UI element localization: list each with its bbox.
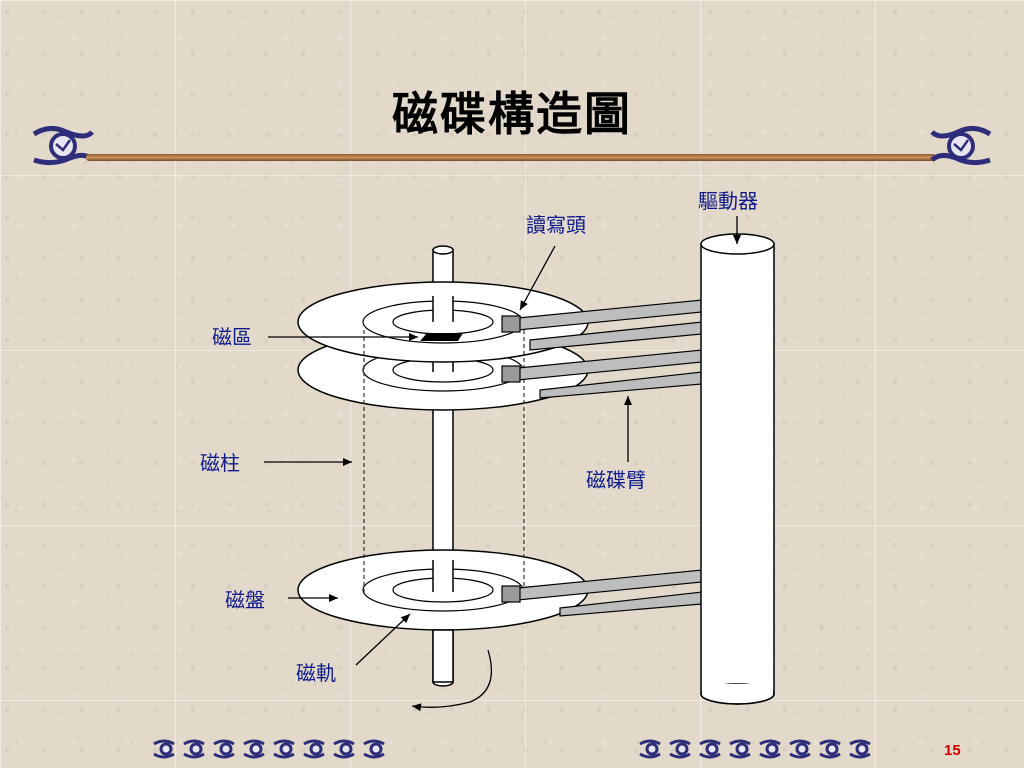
label-arm: 磁碟臂 <box>586 468 646 492</box>
drive-column <box>700 233 775 705</box>
rotation-arrow <box>411 649 492 712</box>
label-sector: 磁區 <box>212 325 252 349</box>
title-underline <box>86 154 936 161</box>
label-platter: 磁盤 <box>225 588 265 612</box>
label-drive: 驅動器 <box>698 189 758 213</box>
bottom-platter <box>297 549 589 683</box>
footer-ornament-left <box>153 739 385 759</box>
slide-title: 磁碟構造圖 <box>392 87 632 141</box>
page-number: 15 <box>944 742 961 759</box>
label-cylinder: 磁柱 <box>200 451 240 475</box>
arm-bottom <box>501 569 703 617</box>
sector-highlight <box>420 333 463 341</box>
label-read-write-head: 讀寫頭 <box>526 213 586 237</box>
head-pointer <box>519 245 556 311</box>
track-pointer <box>355 613 411 666</box>
label-track: 磁軌 <box>296 661 336 685</box>
left-scroll-ornament <box>32 126 94 166</box>
right-scroll-ornament <box>930 126 992 166</box>
top-platter <box>297 281 589 363</box>
footer-ornament-right <box>639 739 871 759</box>
